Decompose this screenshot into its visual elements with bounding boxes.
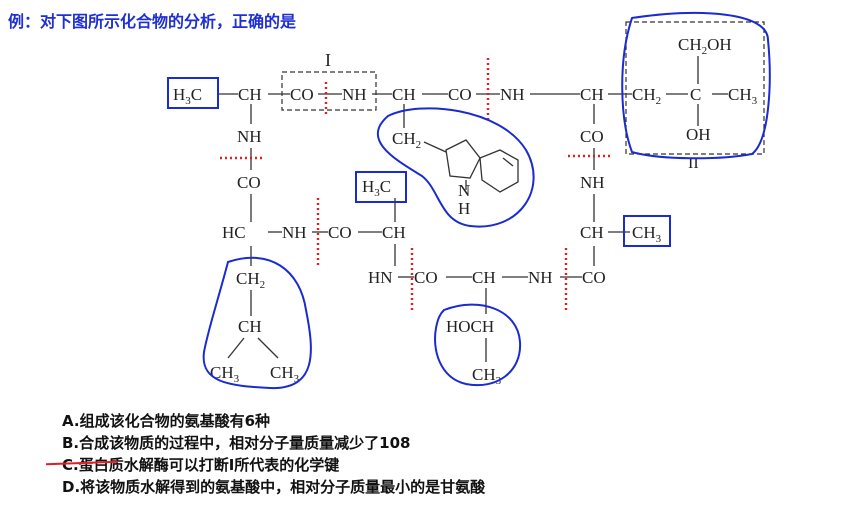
ch-bottom: CH — [472, 268, 496, 287]
label-roman-one: I — [325, 50, 331, 70]
co-bottom-1: CO — [414, 268, 438, 287]
ch3-iso-2: CH3 — [270, 363, 300, 385]
ch2-indole: CH2 — [392, 129, 421, 151]
h3c-label-left: H3C — [173, 85, 202, 107]
co-right: CO — [580, 127, 604, 146]
ch2-left: CH2 — [236, 269, 265, 291]
option-c[interactable]: C.蛋白质水解酶可以打断Ⅰ所代表的化学键 — [62, 456, 340, 474]
co-top-2: CO — [448, 85, 472, 104]
blue-highlight-boxes — [167, 77, 671, 247]
h3c-label-mid: H3C — [362, 177, 391, 199]
ch-right: CH — [580, 223, 604, 242]
nh-bottom: NH — [528, 268, 553, 287]
hn-bottom: HN — [368, 268, 393, 287]
nh-mid: NH — [282, 223, 307, 242]
option-a[interactable]: A.组成该化合物的氨基酸有6种 — [62, 412, 271, 430]
ch2-top-right: CH2 — [632, 85, 661, 107]
label-roman-two: II — [688, 155, 699, 172]
bond-cut-marks — [220, 58, 610, 312]
ch-mid: CH — [382, 223, 406, 242]
chemical-labels: H3C CH CO NH CH CO NH CH CH2 C CH3 CH2OH… — [173, 35, 758, 387]
peptide-bond-box — [281, 71, 377, 111]
ch-top-left: CH — [238, 85, 262, 104]
ch3-right: CH3 — [632, 223, 662, 245]
option-b[interactable]: B.合成该物质的过程中，相对分子量质量减少了108 — [62, 434, 411, 452]
ch2oh-top: CH2OH — [678, 35, 732, 57]
option-d[interactable]: D.将该物质水解得到的氨基酸中，相对分子质量最小的是甘氨酸 — [62, 478, 486, 496]
bond-lines — [218, 56, 728, 362]
indole-n: N — [458, 181, 470, 200]
co-top-1: CO — [290, 85, 314, 104]
nh-top-2: NH — [500, 85, 525, 104]
co-bottom-2: CO — [582, 268, 606, 287]
nh-top-1: NH — [342, 85, 367, 104]
nh-left: NH — [237, 127, 262, 146]
oh-bottom: OH — [686, 125, 711, 144]
indole-h: H — [458, 199, 470, 218]
nh-right: NH — [580, 173, 605, 192]
c-quaternary: C — [690, 85, 701, 104]
hoch-label: HOCH — [446, 317, 494, 336]
blue-circled-r-groups — [202, 12, 771, 390]
ch3-top-right: CH3 — [728, 85, 758, 107]
ch-isobutyl: CH — [238, 317, 262, 336]
co-mid: CO — [328, 223, 352, 242]
co-left: CO — [237, 173, 261, 192]
ch-top-2: CH — [392, 85, 416, 104]
ch3-iso-1: CH3 — [210, 363, 240, 385]
ch-top-right: CH — [580, 85, 604, 104]
side-chain-ii-box — [625, 21, 765, 155]
question-title: 例：对下图所示化合物的分析，正确的是 — [8, 12, 297, 31]
hc-left: HC — [222, 223, 246, 242]
